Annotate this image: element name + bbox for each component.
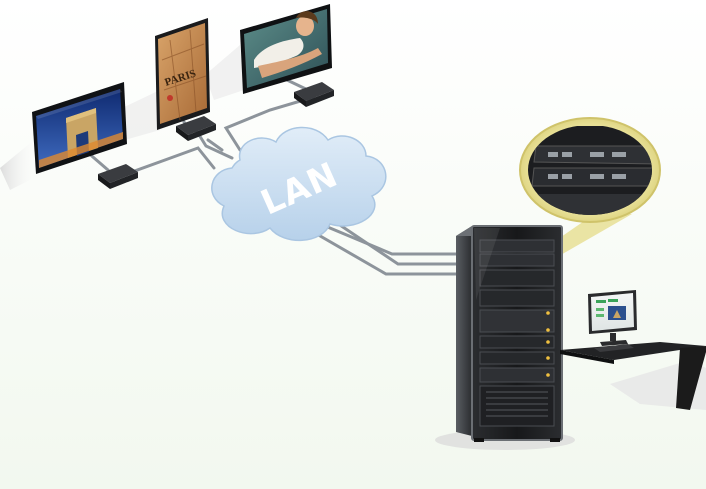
player-right-side (294, 92, 306, 107)
map-pin-icon (167, 95, 173, 101)
tv-left-glare (36, 89, 122, 119)
media-player-left (98, 164, 138, 189)
lan-cloud: LAN (211, 126, 387, 241)
monitor-ui-tab (608, 299, 618, 302)
portrait-display-shadow (118, 90, 160, 140)
woman-top (254, 38, 304, 68)
cable-lan-to-server-1 (316, 221, 462, 256)
display-portrait-center: PARIS (155, 18, 210, 130)
player-left-top (98, 164, 138, 183)
magnified-server-units (528, 126, 652, 215)
map-streets (161, 29, 207, 121)
monitor-base (600, 340, 628, 346)
rack-foot-right (550, 438, 560, 442)
rack-unit-3 (479, 269, 555, 287)
player-middle-top (176, 116, 216, 135)
rack-unit-9 (479, 385, 555, 427)
rack-foot-left (474, 438, 484, 442)
cloud-shape (211, 126, 387, 241)
player-middle-front (188, 124, 216, 141)
magnifier-pointer (548, 210, 632, 260)
keyboard (594, 344, 634, 352)
server-rack (435, 225, 575, 450)
monitor-ui-tab (596, 300, 606, 303)
monitor-ui-item (596, 314, 604, 317)
cable-lan-to-server-3 (313, 231, 462, 276)
cable-player-right-to-lan (223, 95, 316, 152)
rack-vent-grille (486, 391, 548, 417)
magnified-ports (548, 152, 626, 179)
woman-hair (296, 11, 318, 24)
display-tv-right (240, 4, 332, 94)
admin-workstation (560, 290, 706, 410)
player-right-top (294, 82, 334, 101)
cable-stub (206, 138, 224, 152)
player-left-side (98, 174, 110, 189)
rack-unit-4 (479, 289, 555, 307)
media-player-right (294, 82, 334, 107)
tv-right-shadow (205, 45, 244, 100)
rack-status-leds (546, 311, 550, 377)
player-right-front (306, 90, 334, 107)
monitor-stand (610, 333, 616, 341)
desk-top (560, 342, 706, 360)
cable-lan-to-server-2 (320, 211, 462, 266)
player-middle-side (176, 126, 188, 141)
rack-unit-2 (479, 253, 555, 267)
rack-unit-5 (479, 309, 555, 333)
arch-top (66, 108, 96, 123)
server-magnifier-callout (519, 117, 661, 260)
rack-glass-glare (474, 228, 500, 300)
display-tv-left (32, 82, 127, 174)
desk-leg (676, 346, 706, 410)
rack-unit-7 (479, 351, 555, 365)
rack-unit-1 (479, 239, 555, 253)
monitor-preview-arch (613, 310, 621, 318)
woman-arm (258, 48, 322, 78)
street-lights (39, 132, 123, 168)
player-left-front (110, 172, 138, 189)
media-player-middle (176, 116, 216, 141)
rack-unit-6 (479, 335, 555, 349)
rack-side-panel (456, 226, 472, 436)
tv-left-shadow (0, 140, 40, 190)
woman-face (296, 16, 314, 36)
rack-unit-8 (479, 367, 555, 383)
rack-server-units (479, 239, 555, 427)
desk-front-edge (560, 350, 614, 364)
cable-player-left-to-lan (116, 146, 216, 179)
monitor-ui-item (596, 308, 604, 311)
